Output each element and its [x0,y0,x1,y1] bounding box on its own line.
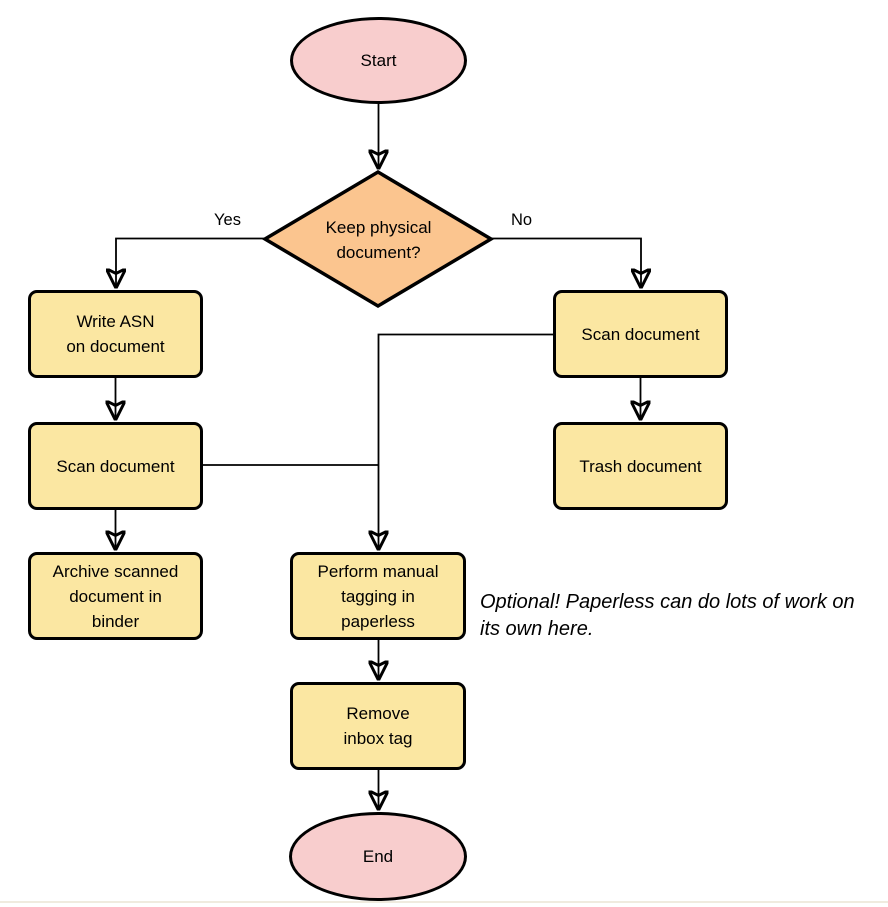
node-archive-binder: Archive scanned document in binder [28,552,203,640]
node-decision [262,169,494,309]
edge-no-branch [488,237,641,286]
node-write-asn-label: Write ASN on document [66,312,165,356]
node-archive-binder-label: Archive scanned document in binder [52,561,179,631]
edge-scanright-tagging [379,333,553,548]
node-manual-tagging: Perform manual tagging in paperless [290,552,466,640]
node-scan-document-right-label: Scan document [581,324,700,344]
node-start: Start [290,17,467,104]
node-scan-document-left: Scan document [28,422,203,510]
bottom-edge-divider [0,901,888,903]
decision-diamond-shape [262,169,494,309]
node-trash-document-label: Trash document [579,456,702,476]
node-start-label: Start [360,51,397,70]
node-remove-inbox-tag: Remove inbox tag [290,682,466,770]
edge-label-yes: Yes [214,211,241,229]
node-scan-document-left-label: Scan document [56,456,175,476]
node-trash-document: Trash document [553,422,728,510]
node-end-label: End [362,847,394,866]
edge-yes-branch [116,237,267,286]
node-write-asn: Write ASN on document [28,290,203,378]
node-end: End [289,812,467,901]
node-decision-label: Keep physical document? [325,218,432,262]
node-scan-document-right: Scan document [553,290,728,378]
node-remove-inbox-tag-label: Remove inbox tag [343,704,413,748]
edge-label-no: No [510,211,533,229]
optional-note: Optional! Paperless can do lots of work … [480,591,855,640]
node-manual-tagging-label: Perform manual tagging in paperless [317,561,439,631]
